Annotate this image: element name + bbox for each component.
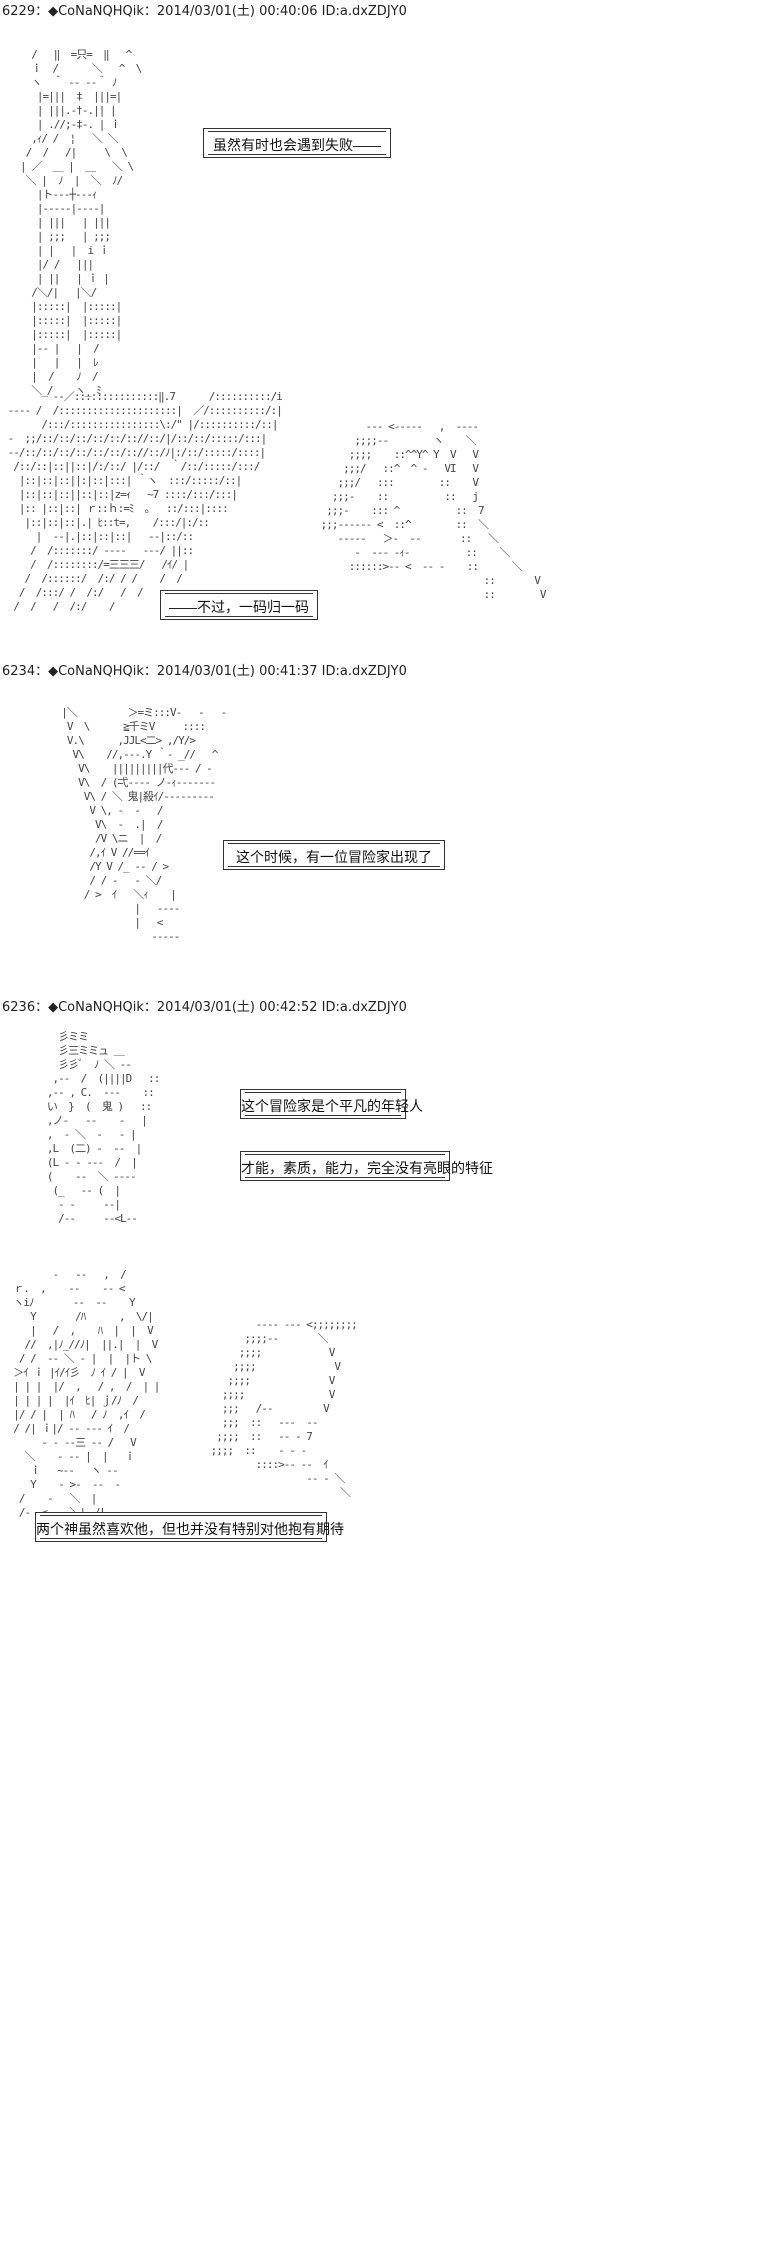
caption-box-3: 这个时候，有一位冒险家出现了: [223, 840, 445, 870]
post-header-3: 6236：◆CoNaNQHQik：2014/03/01(土) 00:42:52 …: [2, 1000, 407, 1015]
caption-box-4: 这个冒险家是个平凡的年轻人: [240, 1089, 423, 1119]
caption-text-5: 才能，素质，能力，完全没有亮眼的特征: [241, 1160, 493, 1176]
caption-text-4: 这个冒险家是个平凡的年轻人: [241, 1098, 423, 1114]
post-header-2: 6234：◆CoNaNQHQik：2014/03/01(土) 00:41:37 …: [2, 664, 407, 679]
caption-box-2: ——不过，一码归一码: [160, 590, 318, 620]
caption-text-1: 虽然有时也会遇到失败——: [213, 137, 381, 153]
aa-art-round-creature-2: ‐‐‐‐ ‐‐‐ <;;;;;;;; ;;;;‐‐ ＼ ;;;; V ;;;; …: [210, 1318, 358, 1499]
aa-art-adventurer: |＼ ＞=ミ:::V‐ ‐ ‐ V \ ≧千ミV :::: V.\ ,JJL<二…: [61, 706, 227, 943]
aa-art-gods-scene: ‐‐／:::::::::::::::‖.7 /::::::::::/i ‐‐‐‐…: [7, 390, 283, 613]
post-header-1: 6229：◆CoNaNQHQik：2014/03/01(土) 00:40:06 …: [2, 4, 407, 19]
caption-box-6: 两个神虽然喜欢他，但也并没有特别对他抱有期待: [35, 1512, 344, 1542]
caption-box-1: 虽然有时也会遇到失败——: [203, 128, 391, 158]
caption-text-3: 这个时候，有一位冒险家出现了: [236, 849, 432, 865]
aa-art-round-creature: ‐‐‐ <‐‐‐‐‐ , ‐‐‐‐ ;;;;‐‐ ヽ ＼ ;;;; ::^^Y^…: [320, 420, 547, 601]
aa-art-girl-standing: / ‖ =只= ‖ ^ ｉ / ＼ ^ \ ヽ ＾ ‐‐ ‐‐＾ ﾉ |=|||…: [20, 48, 142, 397]
aa-art-god-figure: ‐ ‐‐ , / ｒ. , ‐‐ ‐‐ < ヽiﾉ ‐‐ ‐‐ Y Y /ﾊ ,…: [13, 1268, 160, 1519]
aa-art-young-man: 彡ミミ 彡三ミミュ ＿ 彡彡ﾞ ﾉ ＼ ‐‐ ,‐‐ / (||||D :: ,…: [46, 1030, 160, 1225]
caption-box-5: 才能，素质，能力，完全没有亮眼的特征: [240, 1151, 493, 1181]
caption-text-2: ——不过，一码归一码: [169, 599, 309, 615]
caption-text-6: 两个神虽然喜欢他，但也并没有特别对他抱有期待: [36, 1521, 344, 1537]
